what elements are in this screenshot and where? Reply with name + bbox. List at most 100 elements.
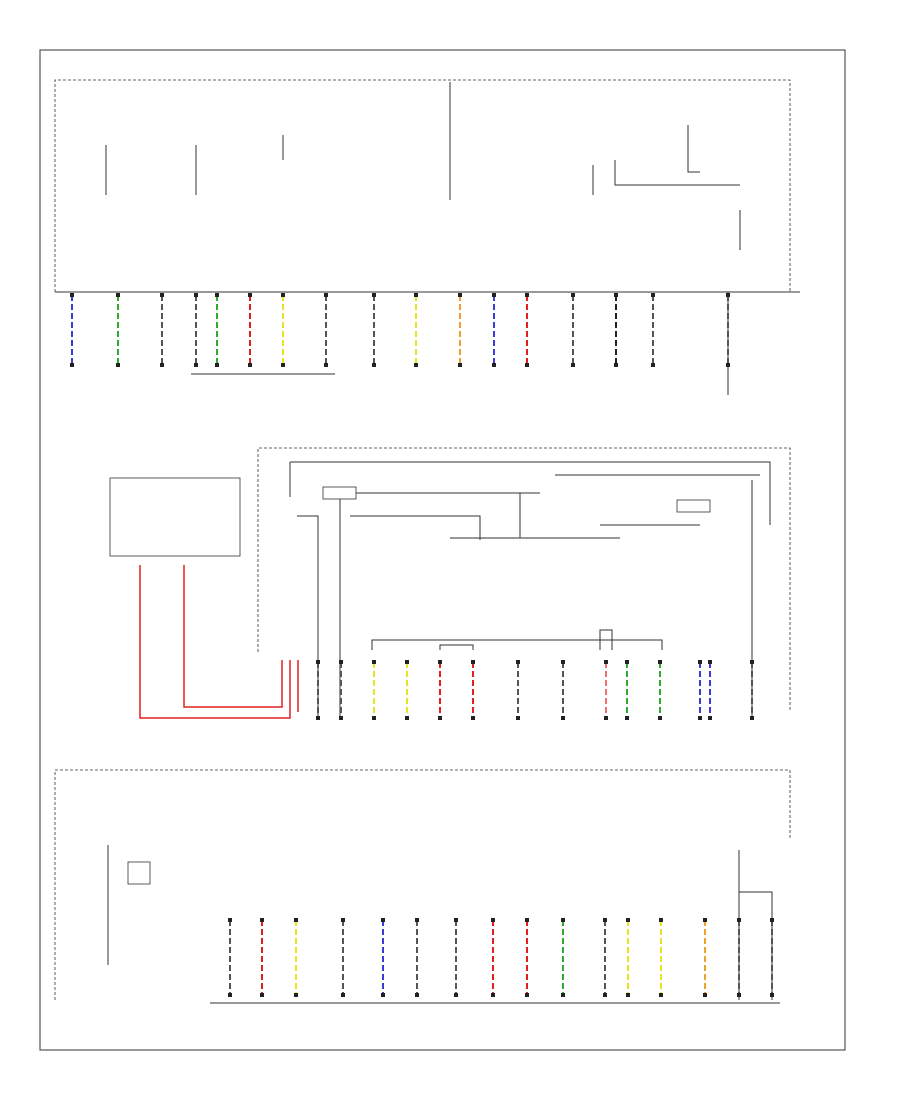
lighting-bracket-mid [439, 644, 474, 650]
section-1-power-distribution [54, 79, 800, 395]
connector-pin [324, 293, 328, 297]
connector-pin [525, 993, 529, 997]
connector-pin [603, 918, 607, 922]
connector-pin [372, 293, 376, 297]
relay-box-left [109, 477, 241, 557]
connector-pin [750, 716, 754, 720]
connector-pin [770, 918, 774, 922]
connector-pin [658, 660, 662, 664]
relay-bracket [614, 160, 740, 186]
connector-pin [737, 993, 741, 997]
relay-box-bottom [127, 861, 151, 885]
connector-pin [294, 918, 298, 922]
connector-pin [228, 993, 232, 997]
connector-pin [659, 993, 663, 997]
connector-pin [698, 660, 702, 664]
connector-pin [372, 660, 376, 664]
connector-pin [471, 660, 475, 664]
connector-pin [414, 363, 418, 367]
red-wire-b [183, 565, 283, 708]
control-line [350, 515, 481, 540]
connector-pin [770, 993, 774, 997]
connector-pin [160, 363, 164, 367]
lighting-bracket-mid [599, 629, 613, 650]
section-1-wires [70, 293, 730, 367]
connector-pin [215, 363, 219, 367]
control-line [297, 515, 319, 718]
section-2-body-control [109, 447, 791, 720]
section-3-lighting [54, 769, 791, 1004]
connector-pin [438, 660, 442, 664]
connector-pin [561, 993, 565, 997]
connector-pin [626, 918, 630, 922]
connector-pin [381, 918, 385, 922]
section-3-wires [228, 918, 774, 997]
connector-pin [698, 716, 702, 720]
connector-pin [571, 363, 575, 367]
control-line [739, 891, 773, 1000]
connector-pin [491, 993, 495, 997]
connector-pin [614, 293, 618, 297]
connector-pin [438, 716, 442, 720]
connector-pin [160, 293, 164, 297]
connector-pin [324, 363, 328, 367]
connector-pin [525, 363, 529, 367]
connector-pin [281, 293, 285, 297]
red-wire-a [139, 565, 291, 719]
connector-pin [316, 660, 320, 664]
connector-pin [339, 716, 343, 720]
connector-pin [458, 293, 462, 297]
connector-pin [471, 716, 475, 720]
connector-pin [194, 293, 198, 297]
connector-pin [116, 363, 120, 367]
control-line [290, 461, 771, 525]
connector-pin [492, 293, 496, 297]
connector-pin [625, 660, 629, 664]
module-outline-mid [257, 447, 791, 710]
connector-pin [604, 716, 608, 720]
connector-pin [381, 993, 385, 997]
connector-pin [414, 293, 418, 297]
connector-pin [372, 716, 376, 720]
connector-pin [525, 918, 529, 922]
connector-pin [708, 660, 712, 664]
connector-pin [316, 716, 320, 720]
connector-pin [458, 363, 462, 367]
connector-pin [726, 293, 730, 297]
connector-pin [70, 363, 74, 367]
connector-pin [70, 293, 74, 297]
connector-pin [454, 993, 458, 997]
connector-pin [248, 293, 252, 297]
connector-pin [516, 660, 520, 664]
connector-pin [194, 363, 198, 367]
connector-pin [703, 993, 707, 997]
section-2-wires [316, 660, 754, 720]
connector-pin [626, 993, 630, 997]
connector-pin [604, 660, 608, 664]
connector-pin [708, 716, 712, 720]
connector-pin [737, 918, 741, 922]
connector-pin [703, 918, 707, 922]
connector-pin [341, 993, 345, 997]
connector-pin [625, 716, 629, 720]
connector-pin [116, 293, 120, 297]
relay-bracket [687, 125, 700, 173]
connector-pin [415, 993, 419, 997]
connector-pin [492, 363, 496, 367]
connector-pin [260, 918, 264, 922]
connector-pin [491, 918, 495, 922]
connector-pin [405, 716, 409, 720]
connector-pin [415, 918, 419, 922]
connector-pin [281, 363, 285, 367]
connector-pin [525, 293, 529, 297]
connector-pin [561, 716, 565, 720]
connector-pin [571, 293, 575, 297]
connector-pin [294, 993, 298, 997]
module-outline-bottom [54, 769, 791, 1000]
connector-pin [516, 716, 520, 720]
connector-pin [405, 660, 409, 664]
connector-pin [341, 918, 345, 922]
lighting-bracket-mid [371, 639, 663, 650]
connector-pin [614, 363, 618, 367]
